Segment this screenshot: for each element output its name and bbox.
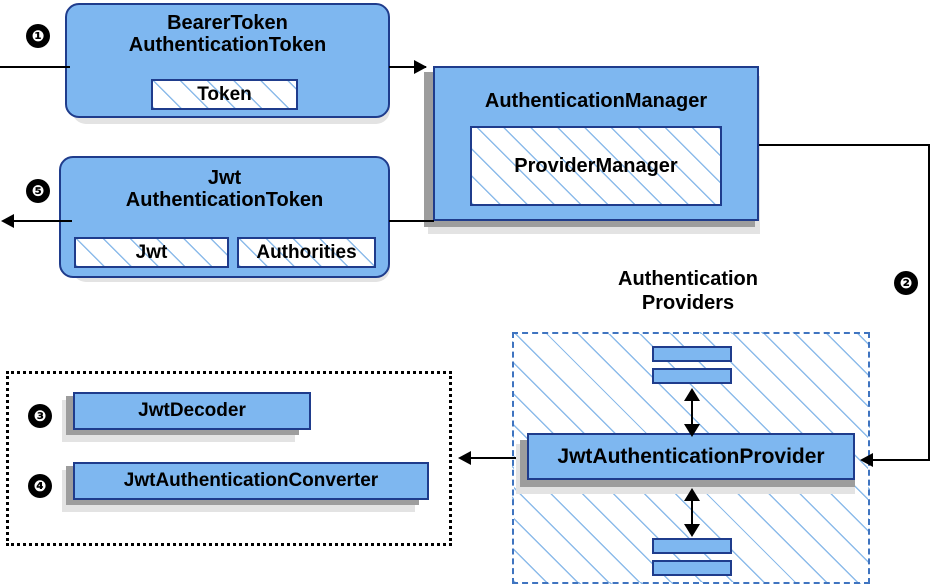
connector-bearer-to-manager bbox=[389, 66, 426, 68]
node-jwt-decoder[interactable]: JwtDecoder bbox=[73, 392, 311, 430]
node-jwt-authentication-provider[interactable]: JwtAuthenticationProvider bbox=[527, 433, 855, 480]
step-marker-5: ❺ bbox=[26, 179, 50, 203]
arrowhead-provider-to-support bbox=[458, 451, 471, 465]
arrowhead-provider-bottom-up bbox=[684, 488, 700, 501]
connector-into-provider bbox=[872, 459, 930, 461]
bearer-token-compartment-token: Token bbox=[151, 79, 298, 110]
jwt-token-compartment-authorities: Authorities bbox=[237, 237, 376, 268]
provider-placeholder-bar-top-2 bbox=[652, 368, 732, 384]
connector-response-out bbox=[14, 220, 72, 222]
arrowhead-provider-bottom-down bbox=[684, 524, 700, 537]
connector-provider-top-shaft bbox=[691, 392, 693, 432]
provider-placeholder-bar-bottom-2 bbox=[652, 560, 732, 576]
arrowhead-provider-top-down bbox=[684, 424, 700, 437]
jwt-support-group-frame bbox=[6, 371, 452, 546]
step-marker-2: ❷ bbox=[894, 271, 918, 295]
auth-providers-group-label: Authentication Providers bbox=[618, 268, 758, 314]
step-marker-3: ❸ bbox=[28, 404, 52, 428]
connector-manager-to-jwttoken bbox=[389, 220, 434, 222]
step-marker-1: ❶ bbox=[26, 24, 50, 48]
arrowhead-provider-top-up bbox=[684, 388, 700, 401]
arrowhead-bearer-to-manager bbox=[414, 60, 427, 74]
connector-manager-down bbox=[928, 144, 930, 460]
connector-request-in bbox=[0, 66, 70, 68]
node-jwt-authentication-converter[interactable]: JwtAuthenticationConverter bbox=[73, 462, 429, 500]
connector-manager-right bbox=[759, 144, 930, 146]
arrowhead-into-provider bbox=[860, 453, 873, 467]
step-marker-4: ❹ bbox=[28, 474, 52, 498]
jwt-token-compartment-jwt: Jwt bbox=[74, 237, 229, 268]
auth-manager-compartment-provider-manager: ProviderManager bbox=[470, 126, 722, 206]
provider-placeholder-bar-bottom-1 bbox=[652, 538, 732, 554]
provider-placeholder-bar-top-1 bbox=[652, 346, 732, 362]
connector-provider-to-support bbox=[470, 457, 516, 459]
arrowhead-response-out bbox=[1, 214, 14, 228]
node-bearer-token-authentication-token[interactable]: BearerToken AuthenticationToken bbox=[65, 3, 390, 118]
connector-provider-bottom-shaft bbox=[691, 492, 693, 532]
